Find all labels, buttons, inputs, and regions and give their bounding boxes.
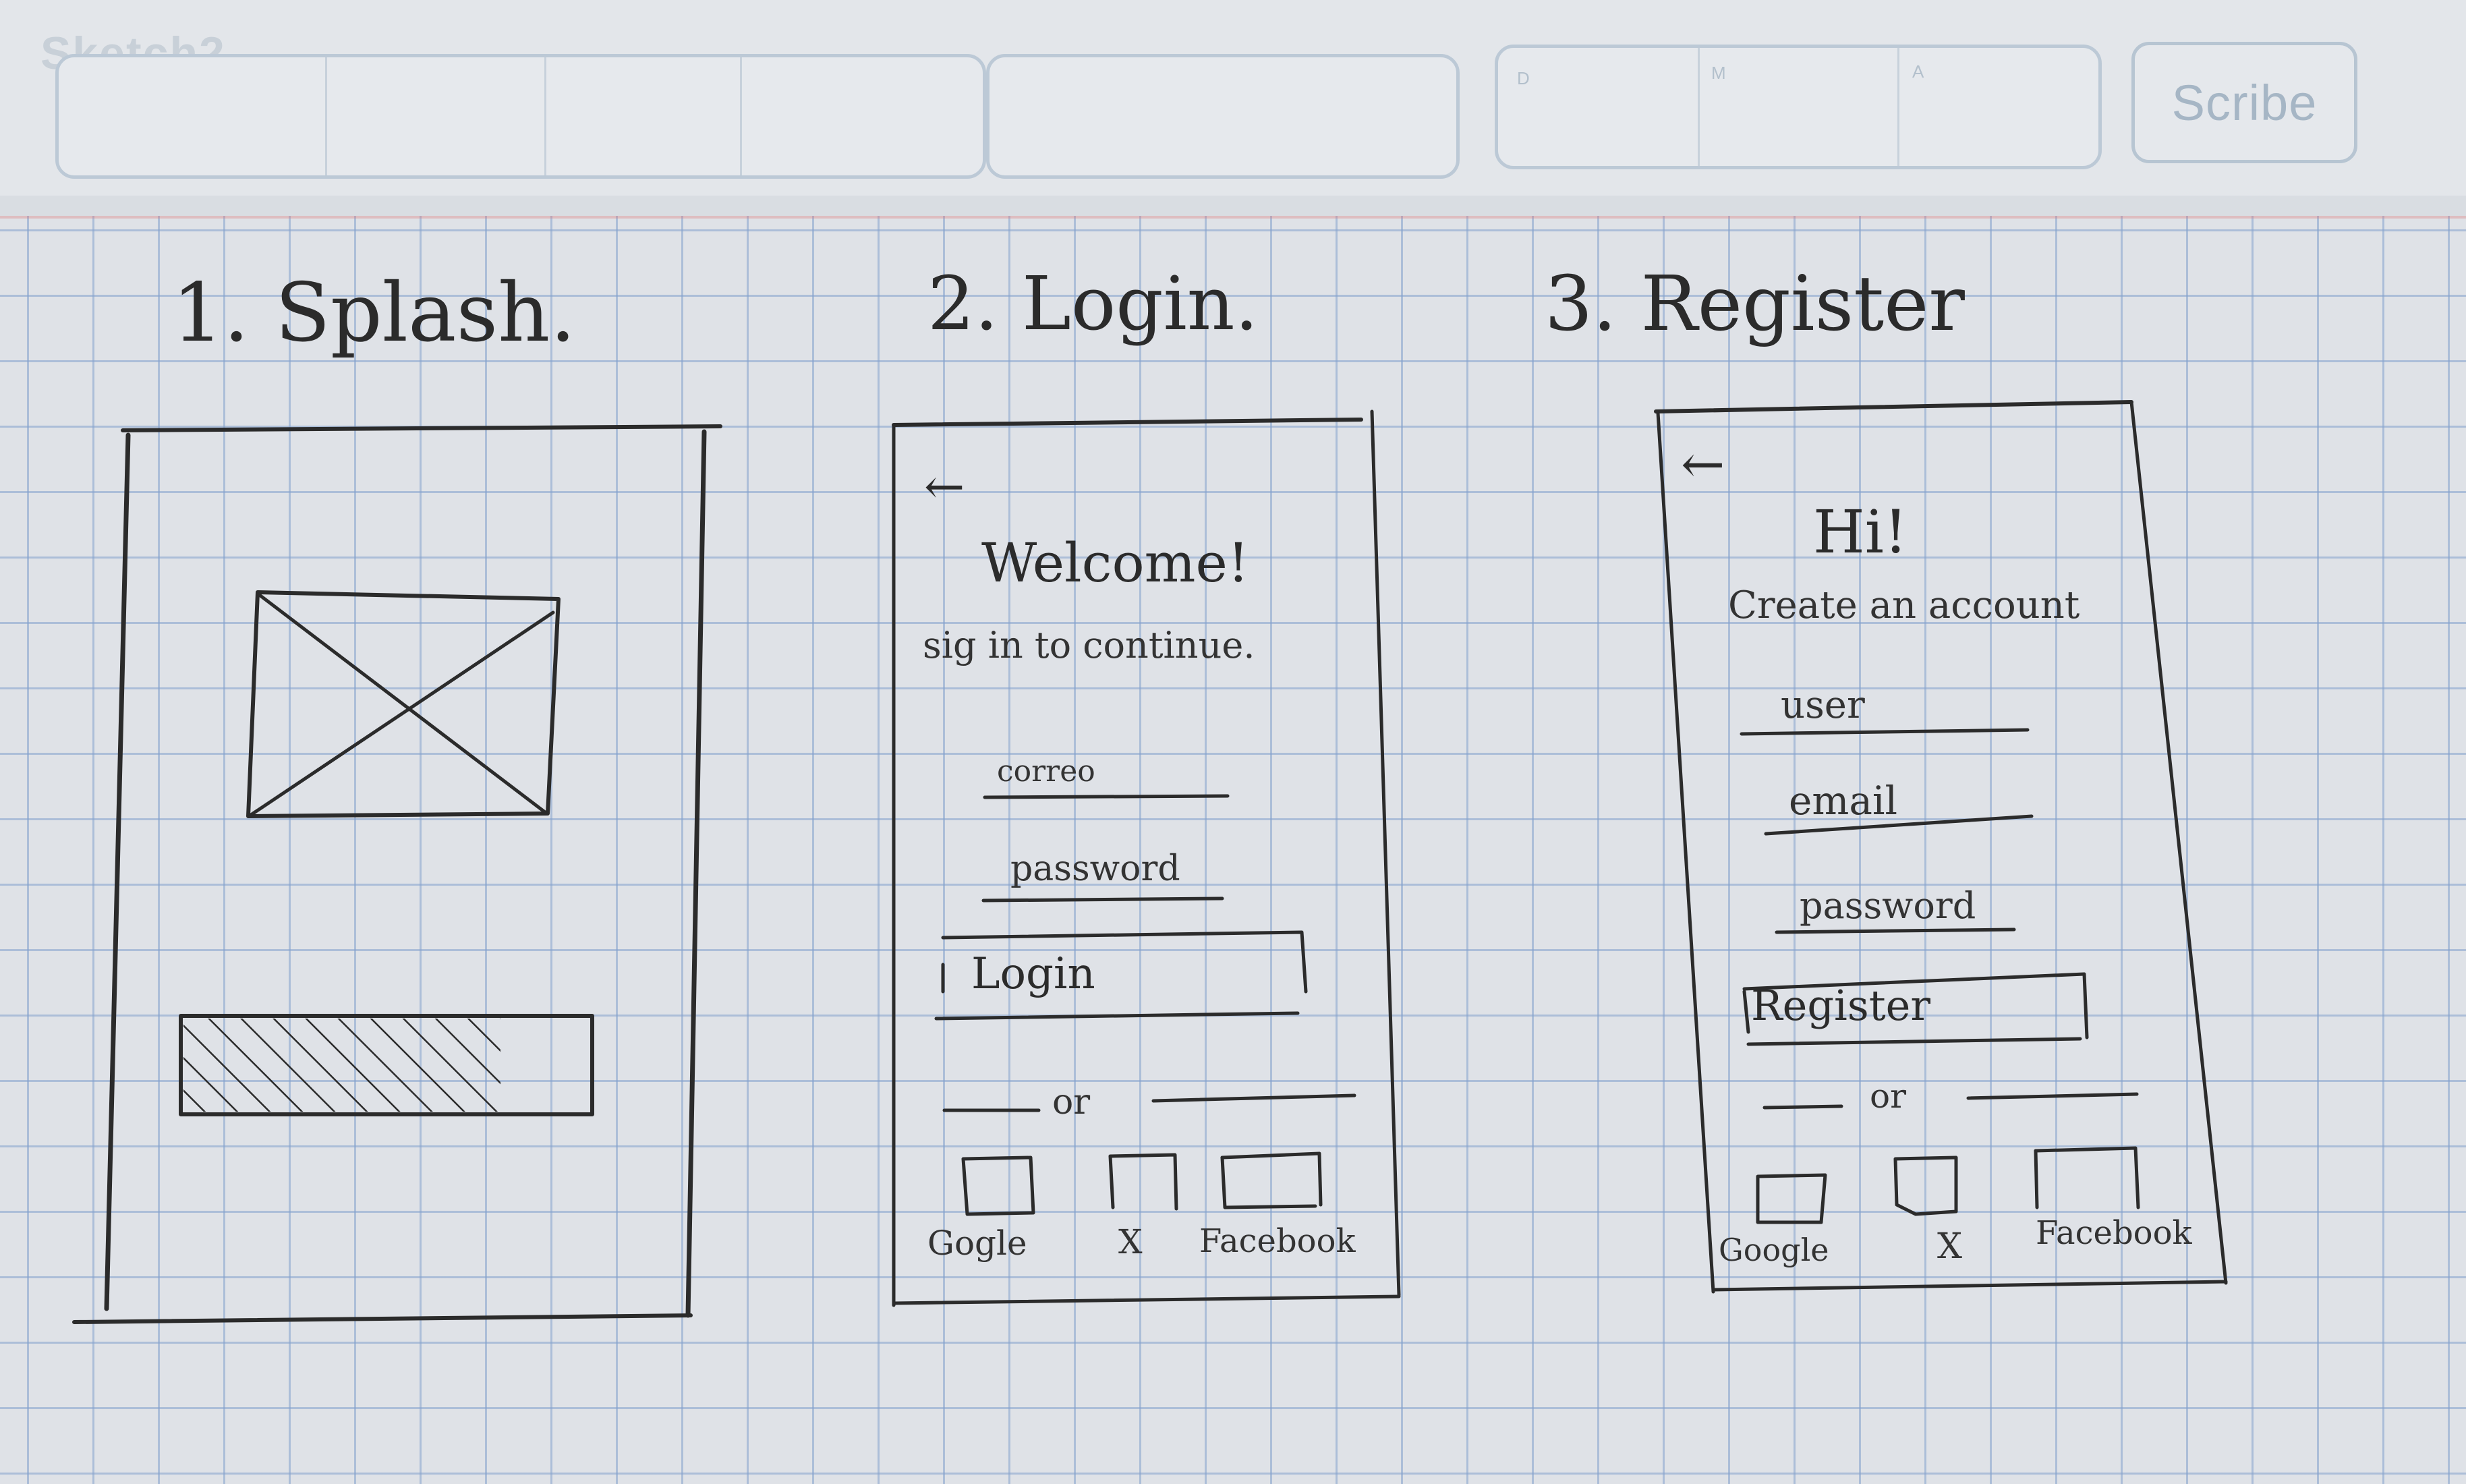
login-button-outline bbox=[934, 930, 1308, 1021]
register-divider-right bbox=[1966, 1092, 2139, 1100]
splash-image-placeholder bbox=[246, 590, 561, 818]
login-button[interactable]: Login bbox=[971, 949, 1095, 999]
register-back-arrow[interactable]: ← bbox=[1681, 434, 1725, 495]
header-label-a: A bbox=[1912, 61, 1924, 82]
register-phone-frame bbox=[1654, 400, 2228, 1294]
header-field-group-middle bbox=[986, 54, 1460, 179]
register-or-divider: or bbox=[1870, 1077, 1907, 1116]
login-password-field[interactable]: password bbox=[1010, 849, 1180, 889]
register-user-field[interactable]: user bbox=[1781, 683, 1865, 727]
register-divider-left bbox=[1762, 1104, 1843, 1110]
register-facebook-label[interactable]: Facebook bbox=[2036, 1214, 2192, 1252]
paper-header: Sketch2 D M A Scribe bbox=[0, 0, 2466, 196]
login-social-boxes bbox=[961, 1151, 1323, 1216]
register-google-label[interactable]: Google bbox=[1719, 1232, 1829, 1268]
register-subheading: Create an account bbox=[1728, 583, 2080, 627]
login-welcome-heading: Welcome! bbox=[981, 532, 1249, 594]
register-password-underline bbox=[1775, 928, 2016, 934]
header-field-group-left bbox=[55, 54, 986, 179]
login-divider-right bbox=[1151, 1093, 1356, 1103]
splash-title: 1. Splash. bbox=[172, 266, 576, 360]
login-title: 2. Login. bbox=[927, 260, 1259, 347]
register-password-field[interactable]: password bbox=[1800, 884, 1976, 927]
scribe-logo-button[interactable]: Scribe bbox=[2131, 42, 2357, 163]
header-label-d: D bbox=[1517, 68, 1530, 88]
register-x-label[interactable]: X bbox=[1937, 1226, 1963, 1267]
header-date-group: D M A bbox=[1495, 45, 2102, 169]
header-label-m: M bbox=[1711, 63, 1726, 83]
register-hi-heading: Hi! bbox=[1813, 497, 1908, 567]
register-social-boxes bbox=[1756, 1146, 2140, 1224]
login-email-underline bbox=[983, 794, 1230, 799]
register-button-outline bbox=[1742, 972, 2089, 1046]
scribe-logo-label: Scribe bbox=[2171, 74, 2318, 131]
paper-margin-line bbox=[0, 216, 2466, 219]
login-back-arrow[interactable]: ← bbox=[924, 458, 965, 515]
register-title: 3. Register bbox=[1545, 260, 1965, 348]
register-email-underline bbox=[1764, 814, 2034, 836]
login-password-underline bbox=[981, 896, 1224, 903]
login-phone-frame bbox=[892, 409, 1401, 1307]
login-subheading: sig in to continue. bbox=[923, 624, 1255, 666]
register-user-underline bbox=[1740, 728, 2030, 736]
login-facebook-label[interactable]: Facebook bbox=[1199, 1222, 1356, 1260]
login-x-label[interactable]: X bbox=[1118, 1222, 1143, 1261]
login-or-divider: or bbox=[1052, 1082, 1091, 1122]
login-google-label[interactable]: Gogle bbox=[927, 1224, 1027, 1263]
splash-progress-bar bbox=[179, 1014, 594, 1116]
register-button[interactable]: Register bbox=[1751, 981, 1930, 1030]
register-email-field[interactable]: email bbox=[1789, 778, 1898, 824]
login-email-field[interactable]: correo bbox=[997, 754, 1095, 789]
splash-phone-frame bbox=[72, 424, 722, 1324]
